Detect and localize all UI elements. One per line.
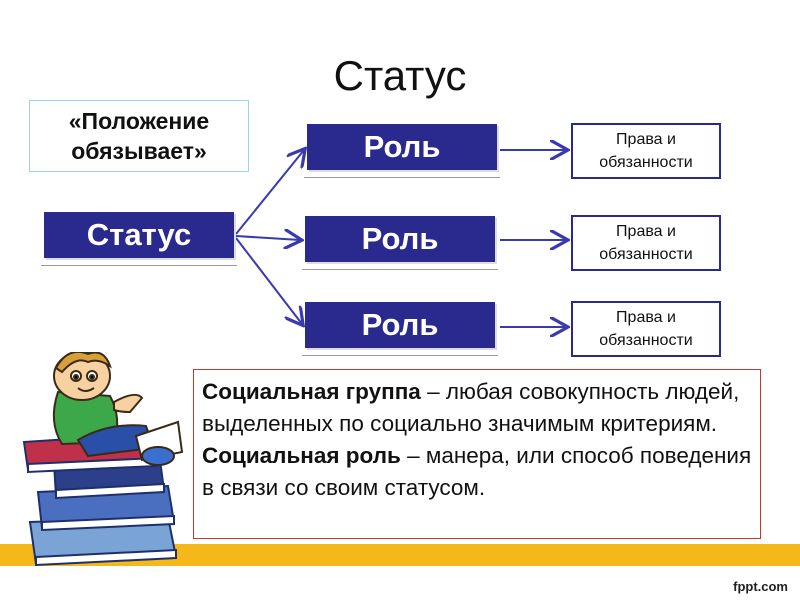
rights-line-2: обязанности xyxy=(599,332,693,349)
role-box-3: Роль xyxy=(302,302,498,356)
rights-box-1: Права и обязанности xyxy=(571,123,721,179)
status-box: Статус xyxy=(41,212,237,266)
footer-band xyxy=(0,544,800,566)
definition-group: Социальная группа – любая совокупность л… xyxy=(202,376,752,440)
rights-line-2: обязанности xyxy=(599,246,693,263)
footer-brand: fppt.com xyxy=(733,579,788,594)
boy-on-books-illustration xyxy=(22,352,184,567)
rights-line-1: Права и xyxy=(616,131,676,148)
rights-line-1: Права и xyxy=(616,309,676,326)
role-box-1: Роль xyxy=(304,124,500,178)
definitions-box: Социальная группа – любая совокупность л… xyxy=(193,369,761,539)
rights-line-1: Права и xyxy=(616,223,676,240)
boy-icon xyxy=(52,352,184,466)
arrow-status-role-1 xyxy=(235,150,304,235)
definition-text: – манера, или способ поведения в связи с… xyxy=(202,443,752,500)
motto-box: «Положение обязывает» xyxy=(29,100,249,172)
arrow-status-role-2 xyxy=(235,236,300,240)
definition-term: Социальная группа xyxy=(202,379,421,404)
definition-role: Социальная роль – манера, или способ пов… xyxy=(202,440,752,504)
definition-term: Социальная роль xyxy=(202,443,401,468)
books-icon xyxy=(22,432,178,567)
role-box-2: Роль xyxy=(302,216,498,270)
motto-line-2: обязывает» xyxy=(71,138,207,164)
definition-text: – любая совокупность людей, выделенных п… xyxy=(202,379,740,436)
arrow-status-role-3 xyxy=(235,237,302,324)
rights-line-2: обязанности xyxy=(599,154,693,171)
rights-box-2: Права и обязанности xyxy=(571,215,721,271)
slide-title: Статус xyxy=(333,52,467,99)
rights-box-3: Права и обязанности xyxy=(571,301,721,357)
motto-line-1: «Положение xyxy=(68,108,210,134)
